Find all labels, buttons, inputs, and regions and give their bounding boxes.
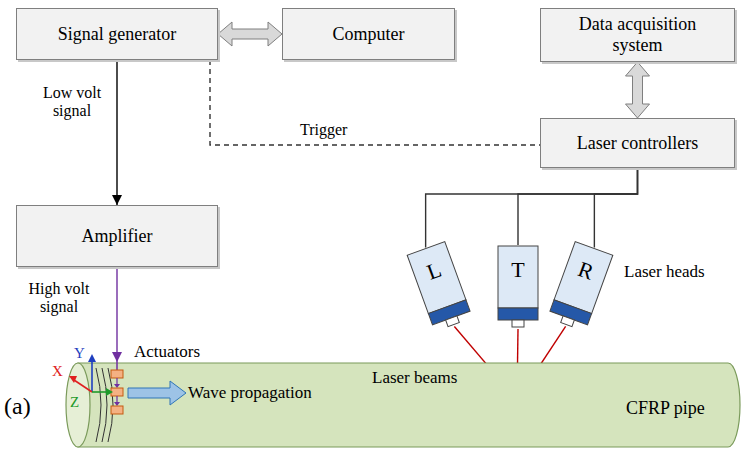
annotation-label: Y [74, 345, 85, 362]
node-text: Amplifier [82, 226, 153, 247]
node-text: Computer [333, 24, 405, 45]
node-text: T [497, 257, 539, 283]
edge-label: High volt signal [20, 280, 98, 317]
annotation-label: Laser beams [372, 368, 457, 388]
edge-label: Trigger [300, 121, 347, 139]
node-text: Signal generator [58, 24, 176, 45]
laser-head: R [546, 240, 614, 333]
connector [112, 267, 122, 362]
node-text: Laser controllers [577, 133, 698, 154]
double-block-arrow [218, 22, 282, 46]
process-box: Computer [282, 8, 455, 60]
process-box: Data acquisition system [540, 8, 735, 62]
process-box: Signal generator [16, 8, 218, 60]
node-text: Data acquisition system [558, 14, 718, 55]
annotation-label: Actuators [134, 342, 200, 362]
laser-head: T [497, 245, 539, 329]
connector [210, 60, 540, 145]
double-block-arrow [626, 62, 650, 118]
annotation-label: Wave propagation [188, 383, 312, 403]
annotation-label: (a) [4, 393, 31, 421]
annotation-label: X [52, 363, 63, 380]
connector [518, 168, 638, 245]
process-box: Amplifier [16, 205, 218, 267]
connector [594, 168, 637, 248]
connector [112, 60, 122, 205]
process-box: Laser controllers [540, 118, 735, 168]
node-text: CFRP pipe [626, 398, 705, 419]
connector [426, 168, 638, 248]
annotation-label: Laser heads [624, 262, 705, 282]
laser-head: L [406, 240, 474, 333]
edge-label: Low volt signal [34, 84, 110, 121]
laser-head-body [406, 240, 474, 333]
laser-head-body [546, 240, 614, 333]
annotation-label: Z [70, 394, 79, 411]
